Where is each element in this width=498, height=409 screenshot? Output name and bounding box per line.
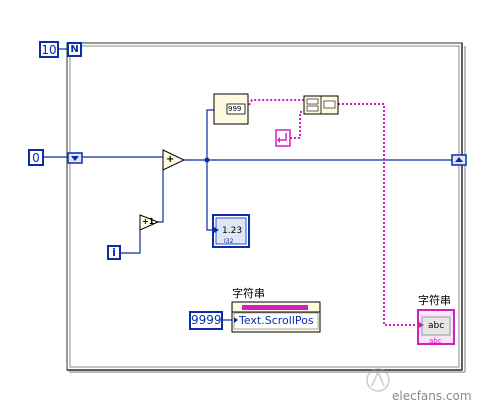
numeric-indicator-type: I32 — [224, 238, 234, 245]
property-node[interactable] — [231, 301, 321, 333]
string-indicator-badge: abc — [429, 337, 442, 345]
property-node-label: 字符串 — [232, 287, 265, 300]
init-constant[interactable]: 0 — [28, 149, 44, 166]
watermark-text: elecfans.com — [392, 389, 472, 403]
blue-wires — [44, 48, 452, 321]
return-constant[interactable] — [275, 129, 291, 147]
property-node-property[interactable]: Text.ScrollPos — [239, 314, 314, 327]
format-constant: 999 — [228, 105, 242, 113]
shift-register-left[interactable] — [67, 152, 83, 164]
format-into-string-node[interactable] — [213, 93, 249, 125]
numeric-indicator-value: 1.23 — [222, 226, 243, 236]
numeric-indicator[interactable] — [212, 214, 250, 248]
string-indicator-text: abc — [428, 321, 445, 331]
loop-count-constant[interactable]: 10 — [39, 41, 59, 58]
watermark-logo — [366, 368, 390, 392]
for-loop-frame[interactable] — [66, 42, 466, 373]
string-indicator-label: 字符串 — [418, 294, 451, 307]
add-label: + — [166, 154, 175, 165]
increment-node[interactable] — [139, 214, 160, 231]
shift-register-right[interactable] — [451, 154, 467, 166]
wire-junction — [204, 157, 210, 163]
concatenate-strings-node[interactable] — [303, 95, 339, 115]
iteration-terminal[interactable]: i — [107, 245, 121, 260]
pink-wires — [248, 99, 418, 326]
add-node[interactable] — [162, 149, 186, 171]
scroll-position-constant[interactable]: 9999 — [189, 311, 223, 330]
string-indicator[interactable] — [417, 309, 455, 345]
increment-label: +1 — [142, 217, 155, 226]
loop-count-terminal[interactable]: N — [67, 42, 82, 57]
